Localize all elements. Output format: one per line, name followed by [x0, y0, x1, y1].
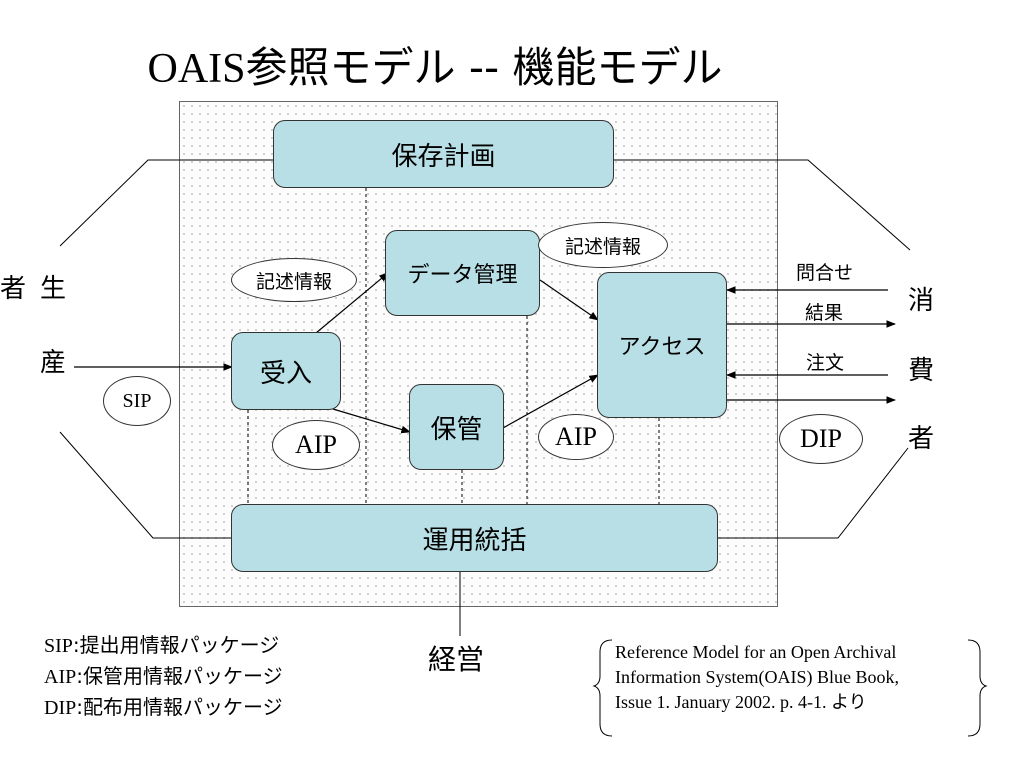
sip-oval: SIP [103, 376, 171, 426]
outline-top-left [59, 159, 274, 247]
result-label: 結果 [805, 302, 844, 324]
legend-row-aip: AIP:保管用情報パッケージ [44, 664, 283, 688]
arrow-datamgmt-to-access [539, 279, 599, 321]
producer-char-1: 生 [40, 274, 67, 304]
management-label: 経営 [428, 643, 485, 676]
arrow-ingest-to-datamgmt [315, 272, 389, 334]
producer-char-2: 産 [40, 348, 67, 378]
outline-bottom-right [717, 447, 909, 539]
dip-oval: DIP [779, 414, 863, 464]
outline-top-right [614, 159, 911, 251]
outline-bottom-left [59, 431, 232, 539]
ingest-box: 受入 [231, 332, 341, 410]
descriptive-info-oval-right: 記述情報 [538, 222, 668, 268]
aip-oval-left: AIP [272, 420, 360, 470]
reference-line-2: Information System(OAIS) Blue Book, [615, 667, 899, 687]
archival-storage-box: 保管 [409, 384, 504, 470]
producer-char-3: 者 [0, 274, 27, 304]
consumer-char-3: 者 [908, 424, 935, 454]
consumer-char-2: 費 [908, 356, 935, 386]
legend-row-dip: DIP:配布用情報パッケージ [44, 695, 283, 719]
legend-row-sip: SIP:提出用情報パッケージ [44, 633, 280, 657]
legend: SIP:提出用情報パッケージ AIP:保管用情報パッケージ DIP:配布用情報パ… [44, 630, 283, 723]
descriptive-info-oval-left: 記述情報 [231, 258, 357, 302]
page-title: OAIS参照モデル -- 機能モデル [147, 43, 723, 92]
access-box: アクセス [597, 272, 727, 418]
reference-line-3: Issue 1. January 2002. p. 4-1. より [615, 692, 867, 712]
preservation-planning-box: 保存計画 [273, 120, 614, 188]
data-management-box: データ管理 [385, 230, 540, 316]
reference-note: Reference Model for an Open Archival Inf… [615, 640, 995, 715]
arrow-storage-to-access [502, 374, 599, 429]
aip-oval-right: AIP [538, 414, 614, 460]
consumer-char-1: 消 [908, 286, 935, 316]
administration-box: 運用統括 [231, 504, 718, 572]
arrow-ingest-to-storage [332, 408, 411, 434]
order-label: 注文 [806, 352, 845, 374]
query-label: 問合せ [796, 262, 854, 284]
reference-line-1: Reference Model for an Open Archival [615, 642, 897, 662]
